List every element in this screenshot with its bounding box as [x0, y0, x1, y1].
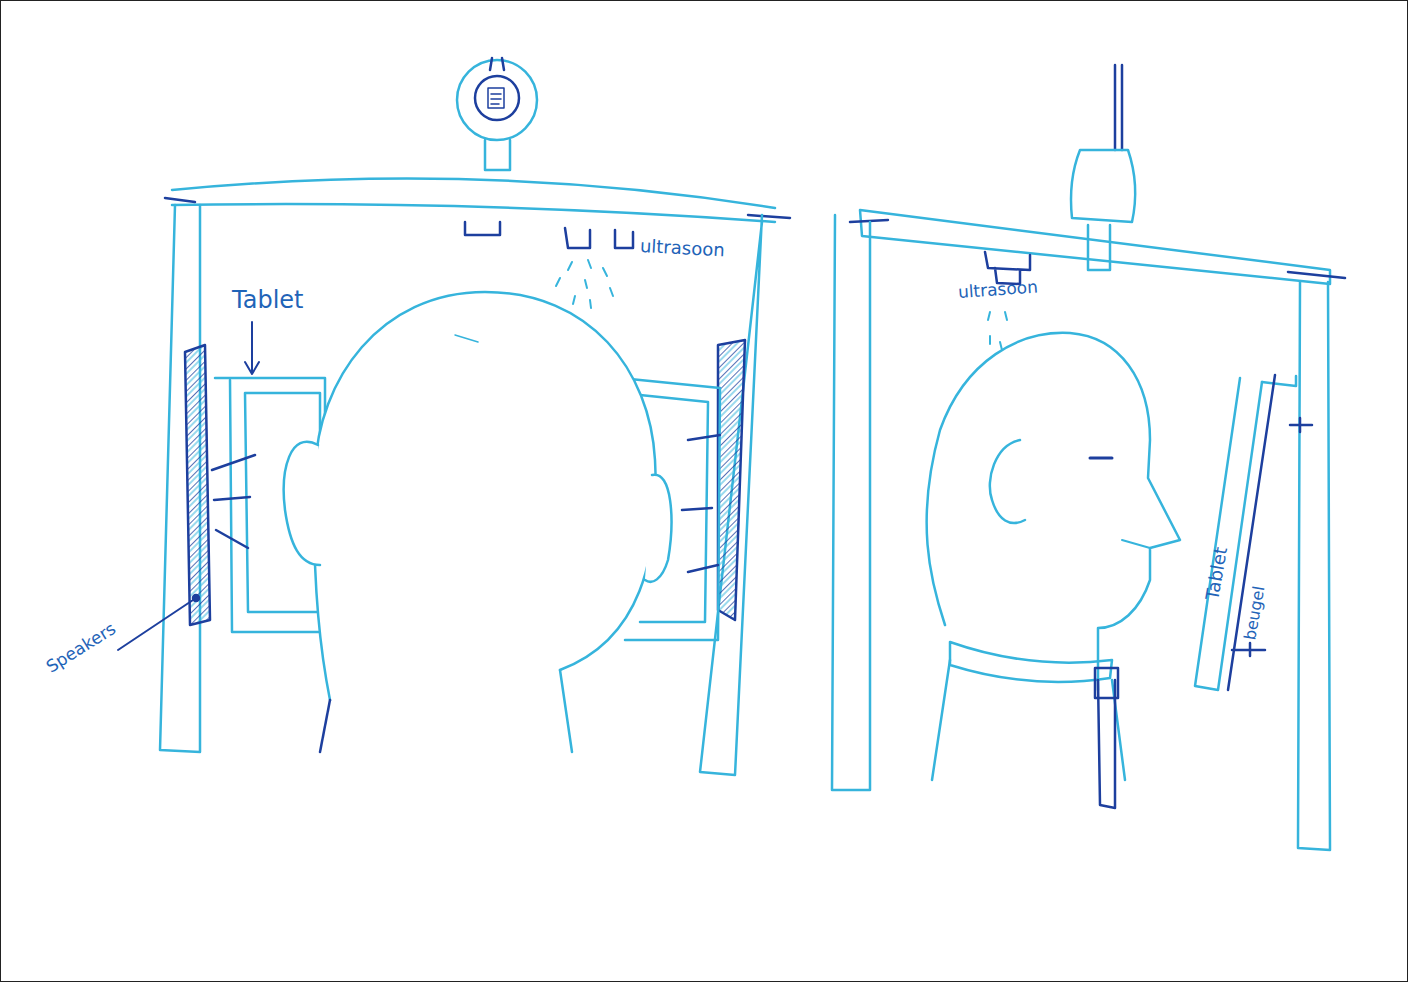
bracket-label: beugel	[1242, 585, 1267, 642]
speaker-label: Speakers	[43, 619, 118, 675]
tablet-label: Tablet	[232, 288, 303, 312]
sensor-label: ultrasoon	[957, 278, 1038, 301]
tablet-label: Tablet	[1203, 546, 1230, 602]
sensor-label: ultrasoon	[640, 237, 726, 259]
